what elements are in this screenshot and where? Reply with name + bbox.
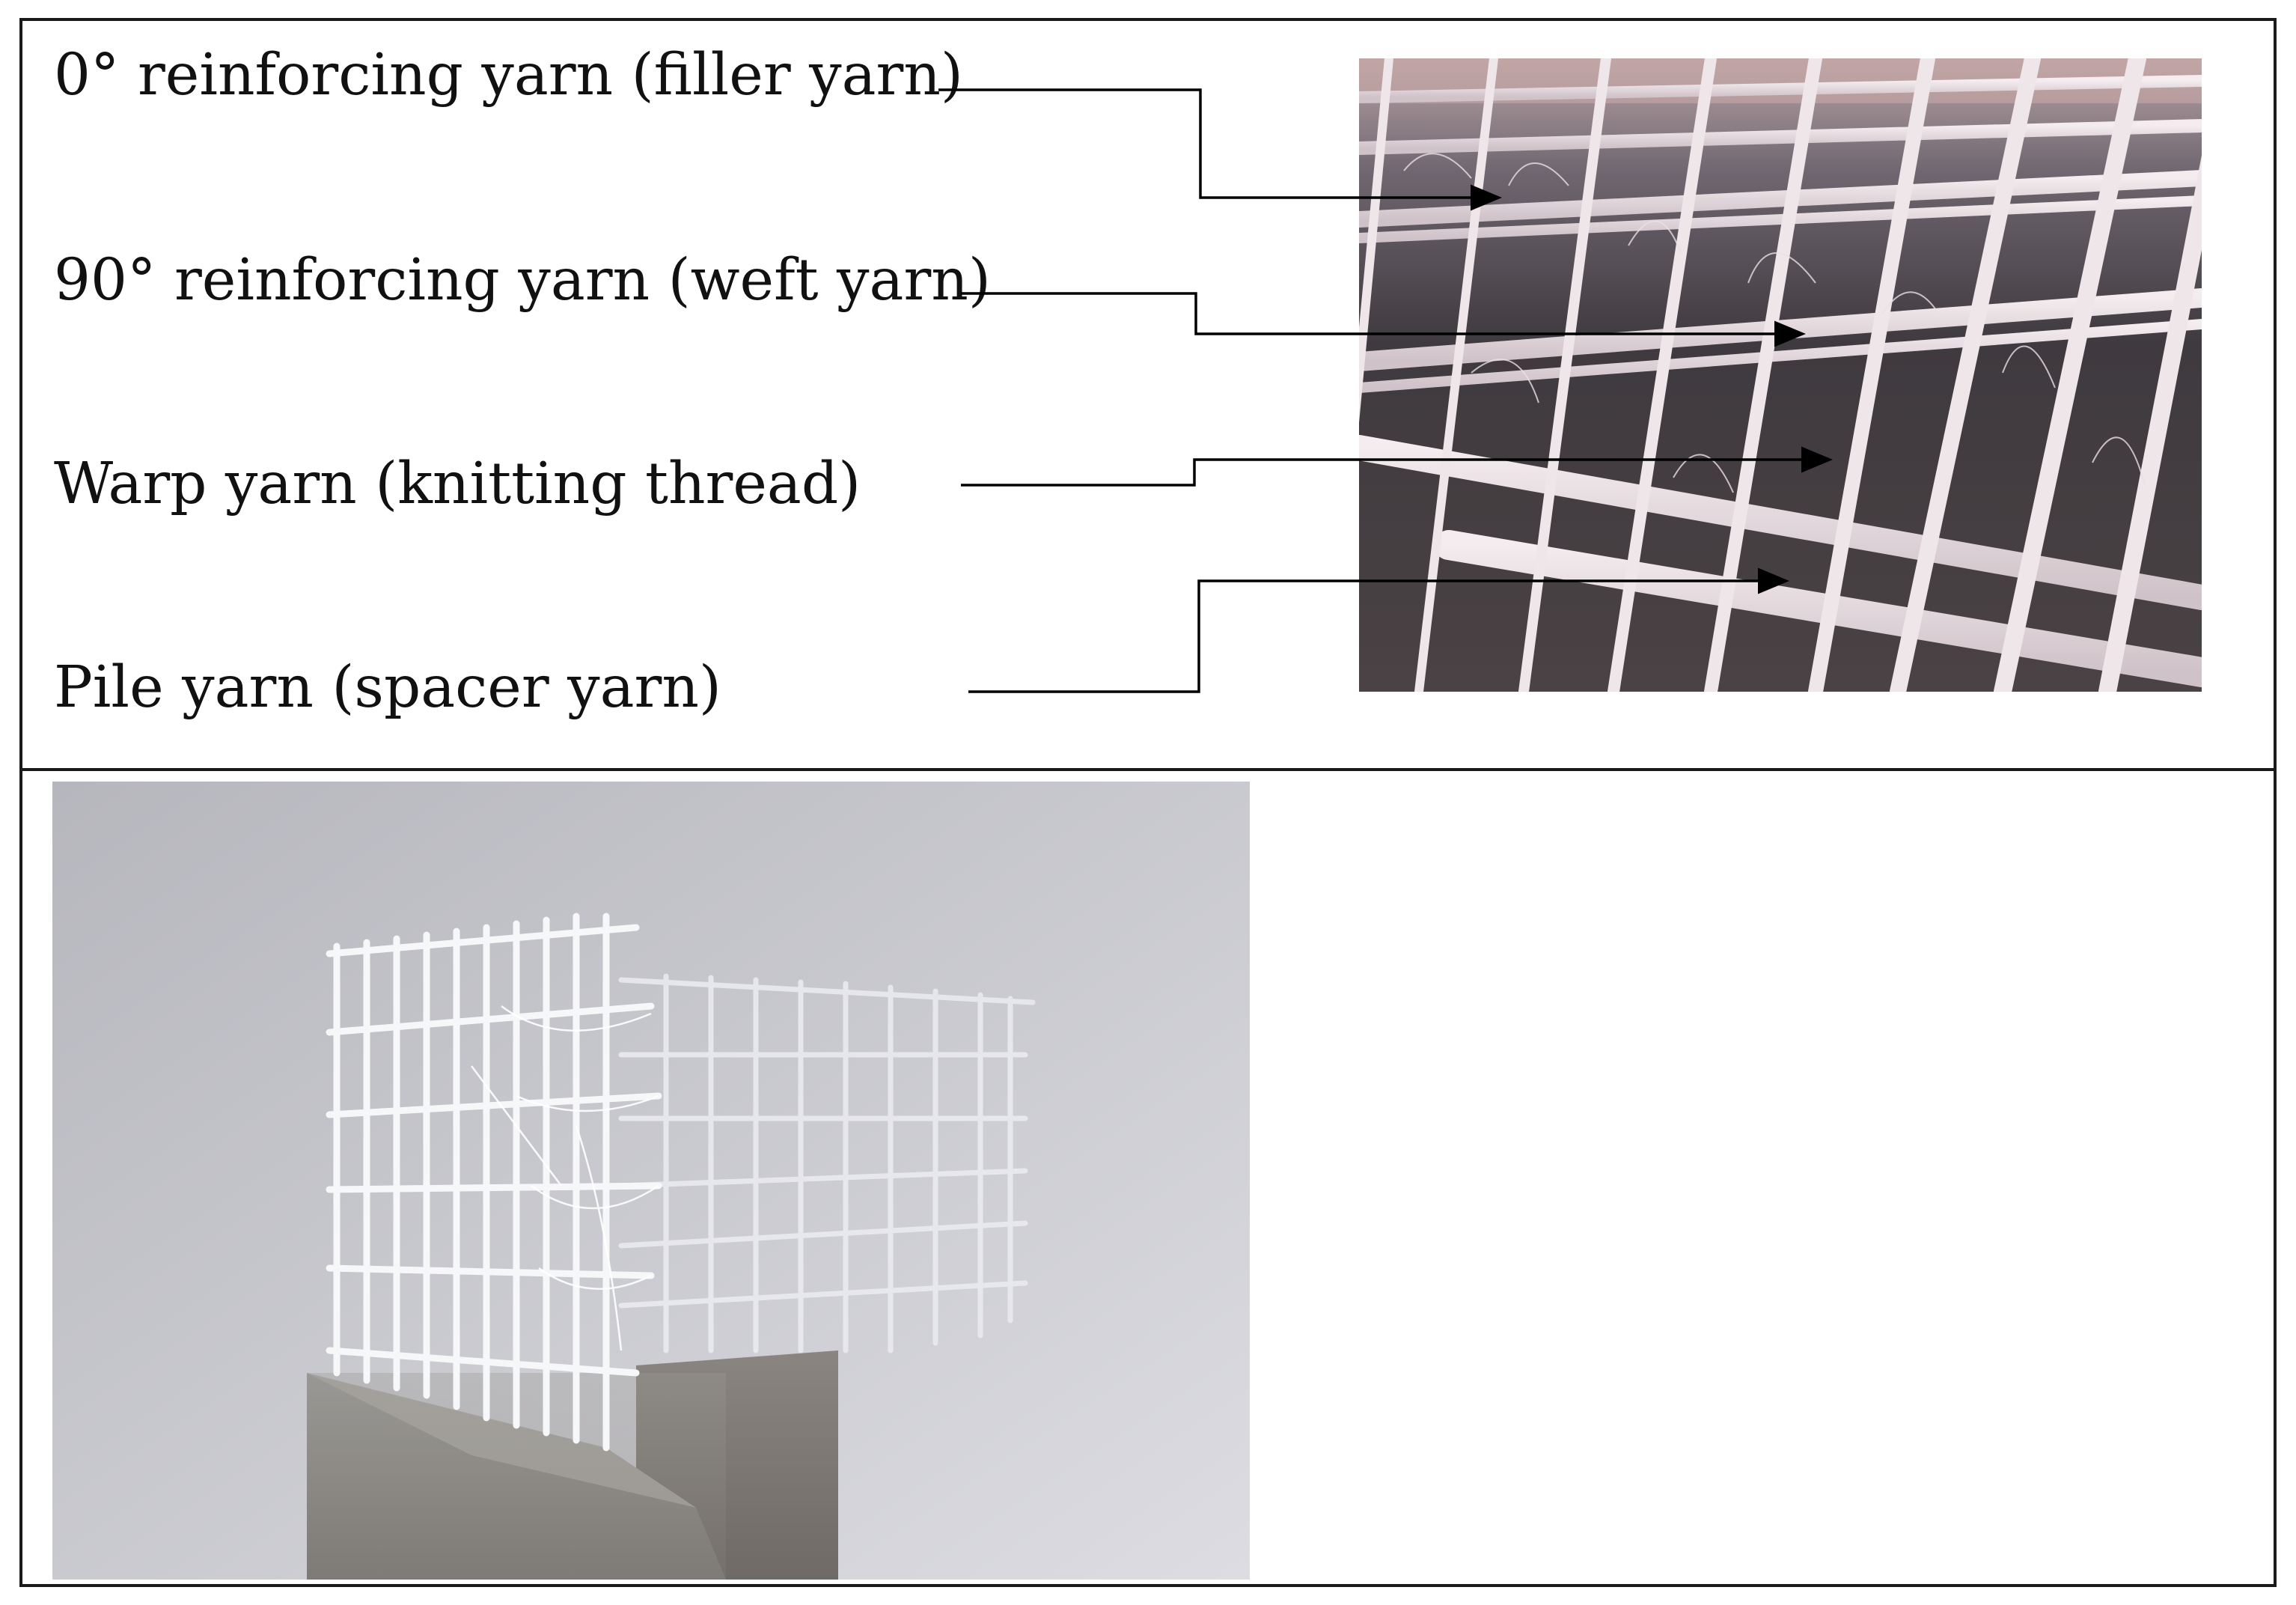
- concrete-sample-photo: [52, 782, 1250, 1580]
- fabric-closeup-photo: [1359, 58, 2202, 692]
- label-pile-yarn: Pile yarn (spacer yarn): [54, 654, 721, 721]
- label-filler-yarn: 0° reinforcing yarn (filler yarn): [54, 42, 963, 109]
- figure-frame: [19, 18, 2277, 1587]
- label-weft-yarn: 90° reinforcing yarn (weft yarn): [54, 247, 991, 314]
- label-warp-yarn: Warp yarn (knitting thread): [54, 451, 861, 517]
- panel-divider: [19, 768, 2277, 771]
